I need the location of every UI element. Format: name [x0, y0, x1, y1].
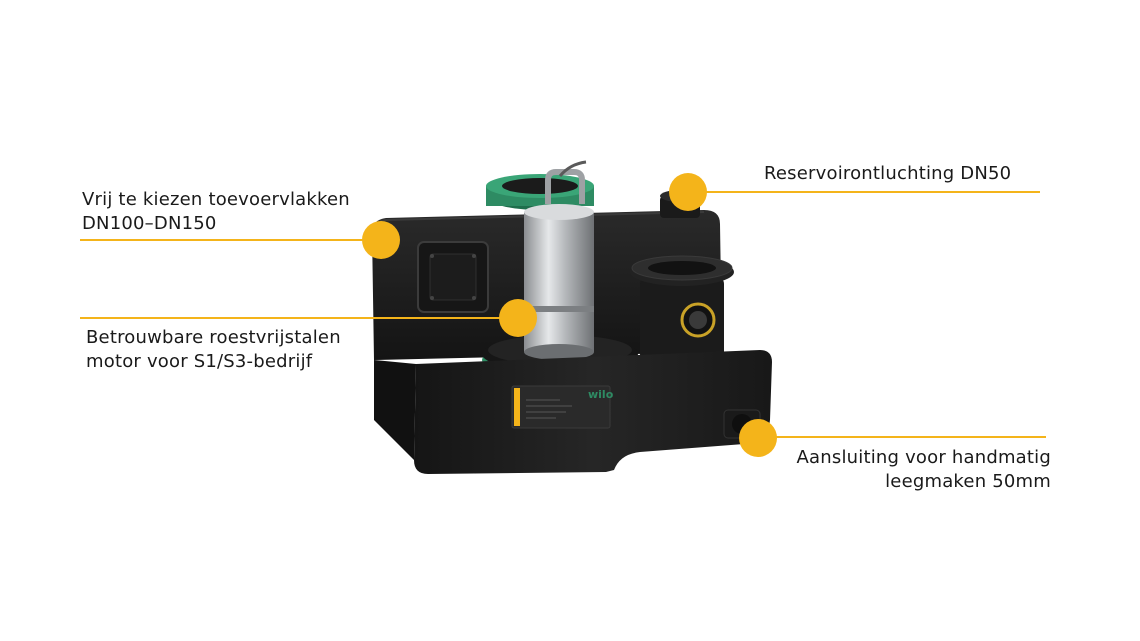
- pressure-outlet-flange: [630, 255, 734, 362]
- callout-dots: [362, 173, 777, 457]
- callout-motor-line1: Betrouwbare roestvrijstalen: [86, 327, 341, 348]
- callout-dot-icon: [362, 221, 400, 259]
- stainless-motor: [524, 160, 594, 360]
- tank-front-body: wilo: [374, 350, 772, 474]
- inlet-cover-plate: [417, 241, 489, 313]
- callout-dot-icon: [669, 173, 707, 211]
- callout-inlet-line1: Vrij te kiezen toevoervlakken: [82, 189, 350, 210]
- callout-dot-icon: [499, 299, 537, 337]
- callout-lines: [80, 191, 1046, 438]
- callout-drain-line1: Aansluiting voor handmatig: [796, 447, 1051, 468]
- callout-drain-line2: leegmaken 50mm: [885, 471, 1051, 492]
- callout-label-drain: Aansluiting voor handmatig leegmaken 50m…: [797, 446, 1051, 494]
- callout-inlet-line2: DN100–DN150: [82, 213, 217, 234]
- callout-vent-line1: Reservoirontluchting DN50: [764, 163, 1012, 184]
- green-inlet-flange: [486, 174, 594, 210]
- callout-dot-icon: [739, 419, 777, 457]
- callout-motor-line2: motor voor S1/S3-bedrijf: [86, 351, 313, 372]
- callout-label-motor: Betrouwbare roestvrijstalen motor voor S…: [86, 326, 341, 374]
- callout-label-vent: Reservoirontluchting DN50: [764, 162, 1011, 186]
- callout-label-inlet: Vrij te kiezen toevoervlakken DN100–DN15…: [82, 188, 350, 236]
- wilo-logo: wilo: [588, 388, 614, 401]
